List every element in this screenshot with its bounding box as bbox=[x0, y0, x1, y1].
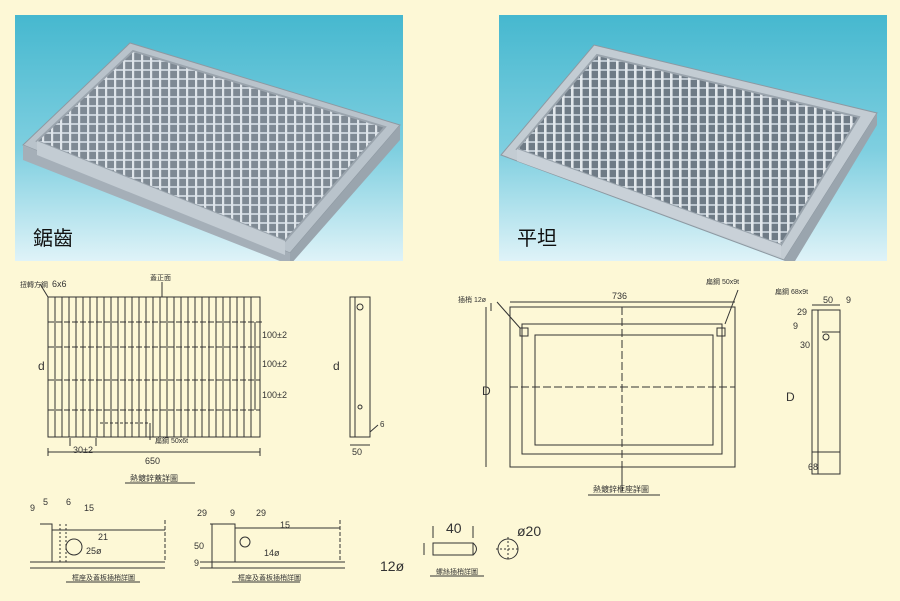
frame-side-9a: 9 bbox=[846, 295, 851, 305]
d1-caption: 框座及蓋板插梢詳圖 bbox=[72, 573, 135, 582]
d1-6: 6 bbox=[66, 497, 71, 507]
d2-15: 15 bbox=[280, 520, 290, 530]
flat-bar-label: 扁鋼 50x6t bbox=[155, 436, 188, 445]
frame-side-68: 68 bbox=[808, 462, 818, 472]
flat-label: 平坦 bbox=[517, 226, 557, 250]
d1-9: 9 bbox=[30, 503, 35, 513]
d2-9: 9 bbox=[230, 508, 235, 518]
sawtooth-label: 鋸齒 bbox=[33, 226, 73, 250]
cover-depth: d bbox=[38, 359, 45, 373]
spacing-1: 100±2 bbox=[262, 330, 287, 340]
d1-25: 25ø bbox=[86, 546, 102, 556]
d2-14: 14ø bbox=[264, 548, 280, 558]
flat-grating-image bbox=[500, 44, 878, 261]
spacing-2: 100±2 bbox=[262, 359, 287, 369]
square-bar-label: 扭轉方鋼 bbox=[20, 280, 48, 289]
cover-bearing-bars bbox=[54, 297, 252, 437]
d2-caption: 框座及蓋板插梢詳圖 bbox=[238, 573, 301, 582]
pitch-label: 30±2 bbox=[73, 445, 93, 455]
side-depth: d bbox=[333, 359, 340, 373]
bolt-pin-detail bbox=[423, 526, 520, 561]
sawtooth-grating-photo: 鋸齒 bbox=[15, 15, 403, 261]
cover-width: 650 bbox=[145, 456, 160, 466]
d1-5: 5 bbox=[43, 497, 48, 507]
d3-shank: 12ø bbox=[380, 558, 405, 574]
frame-side-9b: 9 bbox=[793, 321, 798, 331]
side-height: 50 bbox=[352, 447, 362, 457]
frame-side-30: 30 bbox=[800, 340, 810, 350]
pin-detail-1 bbox=[30, 520, 166, 569]
frame-side-29: 29 bbox=[797, 307, 807, 317]
frame-plan-view bbox=[485, 289, 739, 492]
frame-width: 736 bbox=[612, 291, 627, 301]
frame-depth: D bbox=[482, 384, 491, 398]
technical-drawings: 扭轉方鋼 6x6 蓋正面 100±2 100±2 100±2 扁鋼 50x6t … bbox=[20, 273, 851, 583]
cover-side-view bbox=[349, 296, 379, 446]
d3-length: 40 bbox=[446, 520, 462, 536]
d2-50: 50 bbox=[194, 541, 204, 551]
frame-side-depth: D bbox=[786, 390, 795, 404]
pin-detail-2 bbox=[200, 520, 345, 569]
cover-face-label: 蓋正面 bbox=[150, 273, 171, 282]
frame-top-bar: 扁鋼 50x9t bbox=[706, 277, 739, 286]
cover-caption: 熱鍍鋅蓋詳圖 bbox=[130, 473, 178, 483]
d3-caption: 螺絲插梢詳圖 bbox=[436, 567, 478, 576]
d2-29a: 29 bbox=[197, 508, 207, 518]
d3-diameter: ø20 bbox=[517, 523, 541, 539]
d1-21: 21 bbox=[98, 532, 108, 542]
frame-side-50: 50 bbox=[823, 295, 833, 305]
frame-side-view bbox=[811, 304, 841, 475]
flat-grating-photo: 平坦 bbox=[499, 15, 887, 261]
d1-15: 15 bbox=[84, 503, 94, 513]
frame-side-bar: 扁鋼 68x9t bbox=[775, 287, 808, 296]
d2-9b: 9 bbox=[194, 558, 199, 568]
cover-plan-view bbox=[39, 282, 262, 456]
side-thickness: 6 bbox=[380, 420, 385, 429]
frame-caption: 熱鍍鋅框座詳圖 bbox=[593, 484, 649, 494]
d2-29b: 29 bbox=[256, 508, 266, 518]
square-bar-size: 6x6 bbox=[52, 279, 67, 289]
insert-label: 插梢 12ø bbox=[458, 295, 487, 304]
sawtooth-grating-image bbox=[22, 42, 401, 261]
spacing-3: 100±2 bbox=[262, 390, 287, 400]
